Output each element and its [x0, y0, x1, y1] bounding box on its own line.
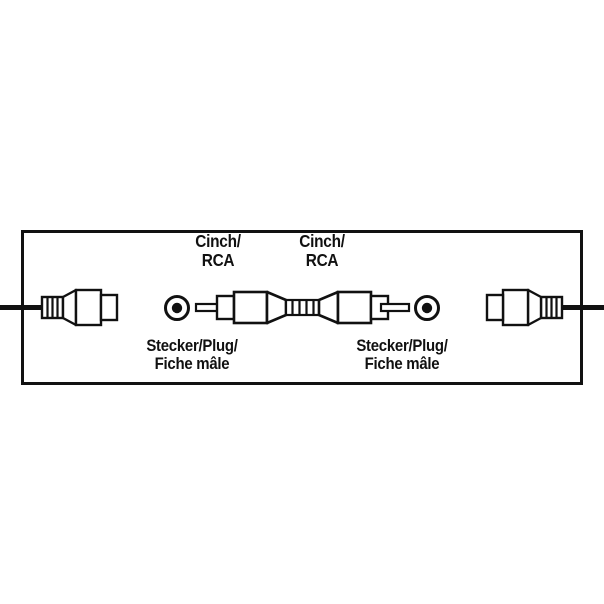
left-plug-collar	[215, 294, 236, 321]
right-connector-barrel	[501, 288, 530, 327]
label-cinch-rca-left: Cinch/ RCA	[195, 231, 241, 270]
right-connector-taper	[526, 288, 543, 327]
left-jack-center-pin	[171, 302, 183, 314]
left-plug-body	[232, 290, 269, 325]
left-connector-endcap	[99, 293, 119, 322]
label-plug-right: Stecker/Plug/ Fiche mâle	[356, 336, 448, 374]
left-connector-taper	[61, 288, 78, 327]
right-cable-end-connector	[485, 288, 604, 327]
left-cable-end-connector	[0, 288, 119, 327]
label-plug-left: Stecker/Plug/ Fiche mâle	[146, 336, 238, 374]
left-connector-barrel	[74, 288, 103, 327]
center-double-rca-plug	[194, 290, 411, 325]
left-jack-socket	[164, 295, 190, 321]
right-plug-pin	[379, 302, 411, 313]
right-jack-center-pin	[421, 302, 433, 314]
right-jack-socket	[414, 295, 440, 321]
right-plug-body	[336, 290, 373, 325]
label-cinch-rca-right: Cinch/ RCA	[299, 231, 345, 270]
right-connector-endcap	[485, 293, 505, 322]
